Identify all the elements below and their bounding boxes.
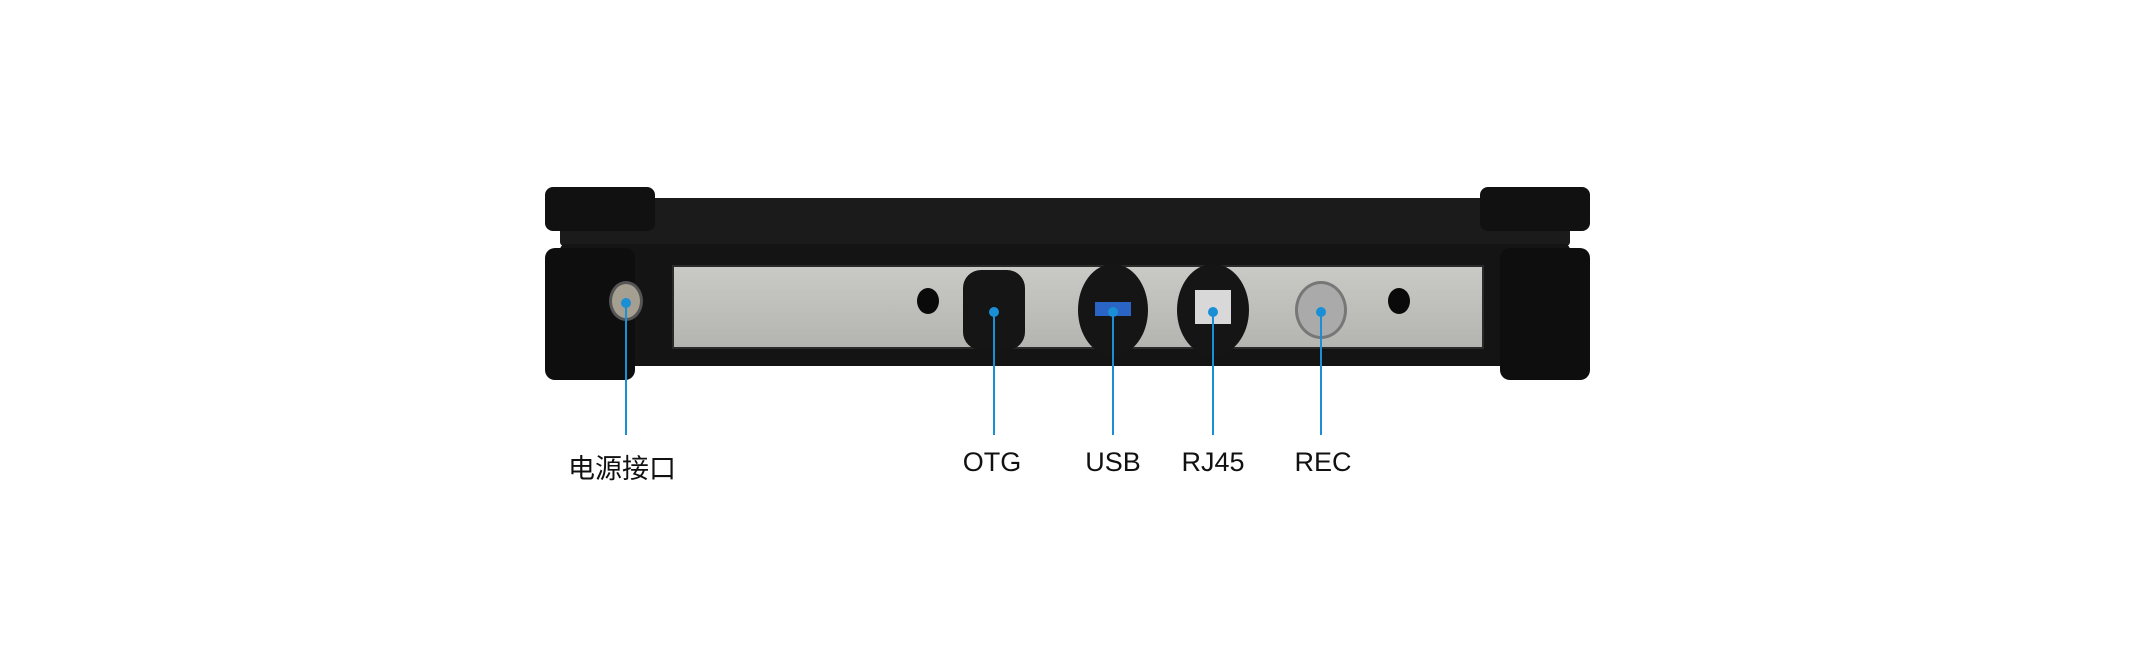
right-bumper xyxy=(1500,248,1590,380)
callout-dot xyxy=(1316,307,1326,317)
callout-line xyxy=(625,303,627,435)
label-rj45: RJ45 xyxy=(1181,447,1245,477)
callout-line xyxy=(1212,312,1214,435)
callout-dot xyxy=(1108,307,1118,317)
screw-hole xyxy=(917,288,939,314)
screw-hole xyxy=(1388,288,1410,314)
label-usb: USB xyxy=(1085,447,1141,477)
callout-line xyxy=(993,312,995,435)
device-lid xyxy=(560,198,1570,246)
label-otg: OTG xyxy=(962,447,1022,477)
callout-line xyxy=(1112,312,1114,435)
callout-dot xyxy=(989,307,999,317)
callout-line xyxy=(1320,312,1322,435)
port-panel xyxy=(672,265,1484,349)
left-hinge xyxy=(545,187,655,231)
label-rec: REC xyxy=(1294,447,1352,477)
callout-dot xyxy=(621,298,631,308)
label-power: 电源接口 xyxy=(568,454,676,484)
right-hinge xyxy=(1480,187,1590,231)
callout-dot xyxy=(1208,307,1218,317)
